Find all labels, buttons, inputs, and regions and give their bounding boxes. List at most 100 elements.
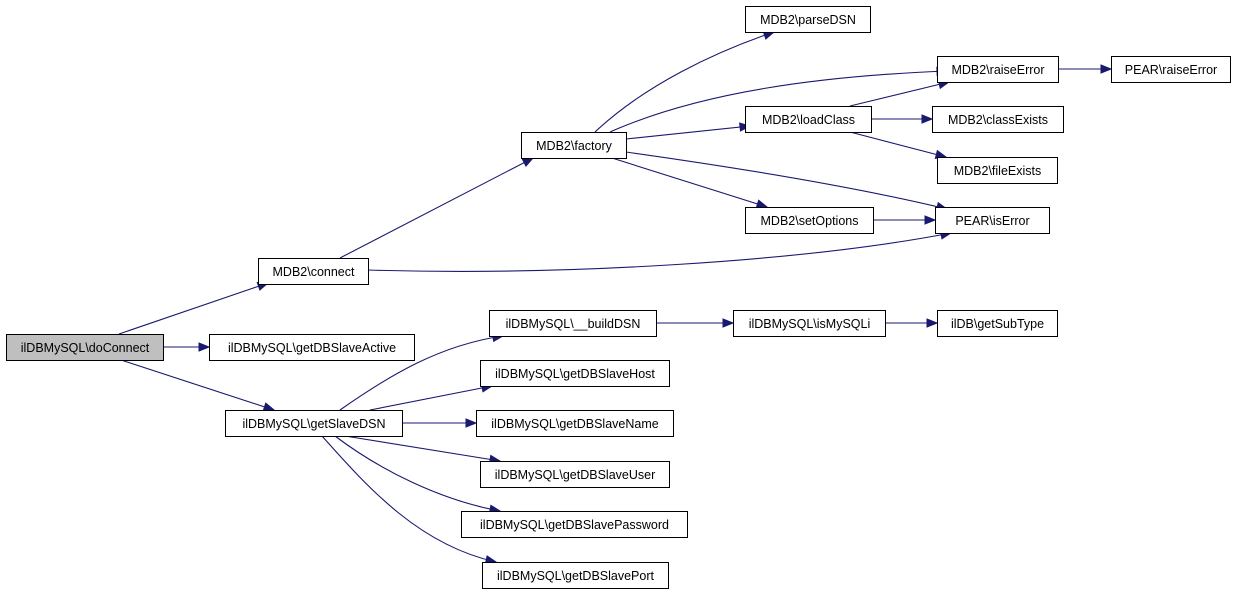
edge-line [625, 125, 751, 140]
node-buildDSN[interactable]: ilDBMySQL\__buildDSN [489, 310, 657, 337]
edge-factory-to-setOptions [611, 157, 769, 209]
node-label: MDB2\connect [273, 265, 356, 279]
node-getDBSlavePassword[interactable]: ilDBMySQL\getDBSlavePassword [461, 511, 688, 538]
node-label: PEAR\isError [955, 214, 1029, 228]
node-box [937, 56, 1059, 83]
node-pearRaiseError[interactable]: PEAR\raiseError [1111, 56, 1231, 83]
edge-line [334, 435, 501, 512]
edge-line [120, 359, 275, 411]
node-label: ilDBMySQL\getDBSlavePassword [480, 518, 669, 532]
node-label: ilDBMySQL\__buildDSN [506, 317, 641, 331]
edge-isMySQLi-to-getSubType [885, 318, 939, 328]
node-getDBSlavePort[interactable]: ilDBMySQL\getDBSlavePort [482, 562, 669, 589]
edge-connect-to-factory [339, 157, 535, 259]
edge-factory-to-isError [625, 151, 949, 212]
node-box [6, 334, 164, 361]
edge-line [609, 70, 948, 133]
node-label: MDB2\classExists [948, 113, 1048, 127]
edge-arrowhead [722, 318, 735, 328]
node-box [745, 106, 872, 133]
edge-raiseError-to-pearRaiseError [1058, 64, 1113, 74]
node-box [209, 334, 415, 361]
node-label: ilDBMySQL\getSlaveDSN [242, 417, 385, 431]
edge-getSlaveDSN-to-getDBSlaveHost [369, 383, 494, 411]
edge-arrowhead [924, 215, 937, 225]
edge-line [849, 131, 947, 158]
node-label: ilDBMySQL\getDBSlaveHost [495, 367, 655, 381]
edge-line [118, 282, 269, 335]
edge-line [344, 435, 501, 462]
node-box [745, 6, 871, 33]
node-getDBSlaveHost[interactable]: ilDBMySQL\getDBSlaveHost [480, 360, 670, 387]
node-label: ilDBMySQL\isMySQLi [749, 317, 871, 331]
node-box [489, 310, 657, 337]
node-connect[interactable]: MDB2\connect [258, 258, 369, 285]
edge-getSlaveDSN-to-getDBSlavePort [321, 435, 498, 565]
node-parseDSN[interactable]: MDB2\parseDSN [745, 6, 871, 33]
edge-loadClass-to-fileExists [849, 131, 948, 159]
node-box [225, 410, 403, 437]
edge-arrowhead [1100, 64, 1113, 74]
node-box [935, 207, 1050, 234]
node-isError[interactable]: PEAR\isError [935, 207, 1050, 234]
edge-line [611, 157, 768, 208]
edge-doConnect-to-connect [118, 281, 270, 335]
edge-line [339, 335, 504, 411]
node-box [937, 157, 1058, 184]
edge-arrowhead [198, 342, 211, 352]
edge-line [321, 435, 497, 563]
edge-arrowhead [262, 402, 276, 412]
node-box [932, 106, 1064, 133]
node-factory[interactable]: MDB2\factory [521, 132, 627, 159]
node-label: MDB2\factory [536, 139, 612, 153]
edge-line [625, 151, 948, 210]
edge-arrowhead [921, 114, 934, 124]
node-getDBSlaveName[interactable]: ilDBMySQL\getDBSlaveName [476, 410, 674, 437]
edge-line [339, 157, 534, 259]
node-label: MDB2\setOptions [761, 214, 859, 228]
edge-connect-to-isError [367, 230, 953, 272]
edge-line [849, 81, 950, 107]
edge-line [367, 232, 952, 272]
node-getSlaveDSN[interactable]: ilDBMySQL\getSlaveDSN [225, 410, 403, 437]
edge-arrowhead [465, 418, 478, 428]
node-box [733, 310, 886, 337]
node-box [476, 410, 674, 437]
edge-getSlaveDSN-to-getDBSlaveName [402, 418, 478, 428]
edge-setOptions-to-isError [873, 215, 937, 225]
node-label: ilDBMySQL\getDBSlaveActive [228, 341, 396, 355]
edge-buildDSN-to-isMySQLi [656, 318, 735, 328]
edges [118, 30, 1113, 565]
edge-factory-to-loadClass [625, 122, 752, 140]
edge-line [594, 31, 775, 133]
edge-doConnect-to-getSlaveDSN [120, 359, 276, 412]
edge-arrowhead [926, 318, 939, 328]
node-loadClass[interactable]: MDB2\loadClass [745, 106, 872, 133]
node-isMySQLi[interactable]: ilDBMySQL\isMySQLi [733, 310, 886, 337]
node-label: ilDBMySQL\getDBSlavePort [497, 569, 655, 583]
node-raiseError[interactable]: MDB2\raiseError [937, 56, 1059, 83]
node-label: MDB2\loadClass [762, 113, 855, 127]
node-doConnect[interactable]: ilDBMySQL\doConnect [6, 334, 164, 361]
node-getDBSlaveUser[interactable]: ilDBMySQL\getDBSlaveUser [480, 461, 670, 488]
node-getDBSlaveActive[interactable]: ilDBMySQL\getDBSlaveActive [209, 334, 415, 361]
edge-doConnect-to-getDBSlaveActive [163, 342, 211, 352]
node-fileExists[interactable]: MDB2\fileExists [937, 157, 1058, 184]
edge-arrowhead [755, 199, 769, 209]
node-box [745, 207, 874, 234]
node-classExists[interactable]: MDB2\classExists [932, 106, 1064, 133]
node-box [1111, 56, 1231, 83]
node-label: ilDB\getSubType [951, 317, 1044, 331]
node-label: ilDBMySQL\getDBSlaveName [491, 417, 658, 431]
edge-loadClass-to-raiseError [849, 79, 951, 107]
node-setOptions[interactable]: MDB2\setOptions [745, 207, 874, 234]
node-box [480, 360, 670, 387]
nodes: ilDBMySQL\doConnect MDB2\connect ilDBMySQL… [6, 6, 1231, 589]
node-getSubType[interactable]: ilDB\getSubType [937, 310, 1058, 337]
node-box [937, 310, 1058, 337]
edge-line [369, 385, 493, 411]
node-box [521, 132, 627, 159]
node-box [258, 258, 369, 285]
node-label: ilDBMySQL\getDBSlaveUser [495, 468, 655, 482]
